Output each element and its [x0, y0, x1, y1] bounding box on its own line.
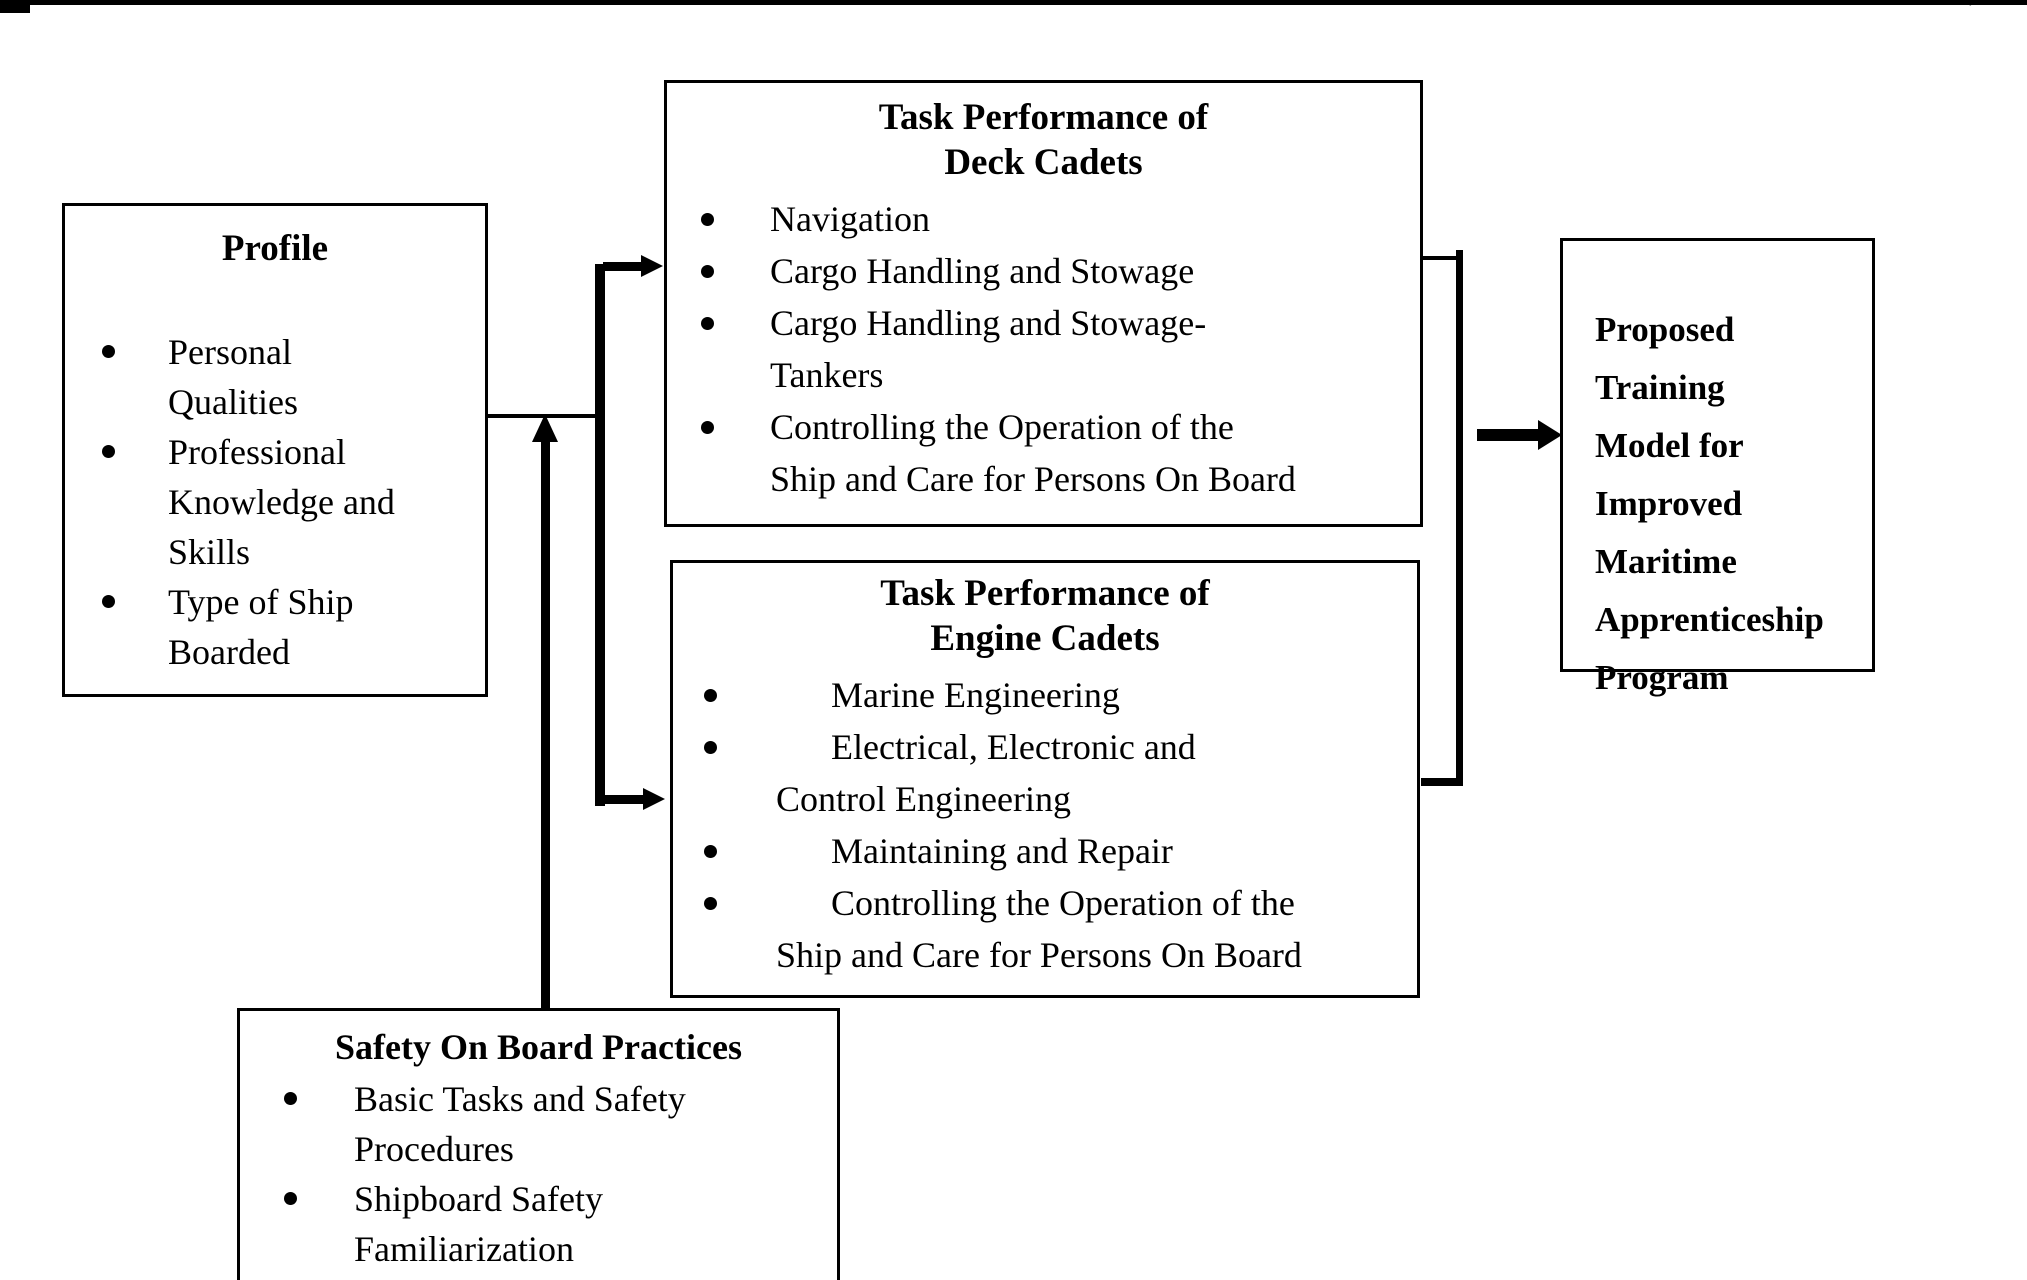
bullet-dot — [701, 265, 714, 278]
list-item: Cargo Handling and Stowage — [667, 245, 1420, 297]
list-item: Controlling the Operation of the Ship an… — [667, 401, 1420, 505]
list-item-text: Controlling the Operation of the Ship an… — [776, 883, 1302, 975]
deck-cadets-list: Navigation Cargo Handling and Stowage Ca… — [667, 193, 1420, 505]
proposed-training-model-box: Proposed Training Model for Improved Mar… — [1560, 238, 1875, 697]
list-item: Controlling the Operation of the Ship an… — [673, 877, 1417, 981]
deck-cadets-title: Task Performance of Deck Cadets — [878, 97, 1209, 183]
bullet-dot — [701, 213, 714, 226]
list-item-text: Personal Qualities — [168, 332, 298, 422]
list-item-text: Shipboard Safety Familiarization — [354, 1179, 603, 1269]
bullet-dot — [102, 445, 115, 458]
list-item: Professional Knowledge and Skills — [65, 427, 485, 577]
bullet-dot — [704, 897, 717, 910]
branch-vertical-line — [595, 264, 605, 806]
bullet-dot — [704, 689, 717, 702]
bullet-dot — [704, 845, 717, 858]
profile-title: Profile — [221, 228, 329, 269]
list-item: Cargo Handling and Stowage- Tankers — [667, 297, 1420, 401]
bullet-dot — [284, 1092, 297, 1105]
safety-practices-list: Basic Tasks and Safety Procedures Shipbo… — [240, 1074, 837, 1274]
bullet-dot — [701, 421, 714, 434]
list-item-text: Professional Knowledge and Skills — [168, 432, 395, 572]
engine-cadets-list: Marine Engineering Electrical, Electroni… — [673, 669, 1417, 981]
engine-right-stub-line — [1421, 778, 1463, 786]
bullet-dot — [284, 1192, 297, 1205]
arrow-to-deck-arrowhead-icon — [641, 255, 663, 277]
arrow-to-proposed-arrowhead-icon — [1538, 420, 1562, 450]
list-item: Basic Tasks and Safety Procedures — [240, 1074, 837, 1174]
safety-up-arrowhead-icon — [532, 414, 558, 442]
bullet-dot — [102, 595, 115, 608]
list-item: Personal Qualities — [65, 327, 485, 427]
list-item-text: Type of Ship Boarded — [168, 582, 354, 672]
list-item-text: Electrical, Electronic and Control Engin… — [776, 727, 1196, 819]
bullet-dot — [704, 741, 717, 754]
list-item: Electrical, Electronic and Control Engin… — [673, 721, 1417, 825]
list-item: Type of Ship Boarded — [65, 577, 485, 677]
list-item-text: Basic Tasks and Safety Procedures — [354, 1079, 686, 1169]
list-item-text: Cargo Handling and Stowage- Tankers — [770, 303, 1207, 395]
engine-cadets-title: Task Performance of Engine Cadets — [880, 573, 1210, 659]
list-item-text: Maintaining and Repair — [831, 831, 1173, 871]
bullet-dot — [701, 317, 714, 330]
proposed-training-model-text: Proposed Training Model for Improved Mar… — [1595, 310, 1824, 697]
right-bracket-line — [1456, 250, 1463, 786]
list-item: Shipboard Safety Familiarization — [240, 1174, 837, 1274]
safety-practices-box: Safety On Board Practices Basic Tasks an… — [237, 1008, 840, 1280]
list-item-text: Marine Engineering — [831, 675, 1120, 715]
safety-practices-title: Safety On Board Practices — [335, 1027, 742, 1067]
bullet-dot — [102, 345, 115, 358]
list-item-text: Controlling the Operation of the Ship an… — [770, 407, 1296, 499]
list-item: Marine Engineering — [673, 669, 1417, 721]
profile-list: Personal Qualities Professional Knowledg… — [65, 327, 485, 677]
list-item-text: Navigation — [770, 199, 930, 239]
list-item: Maintaining and Repair — [673, 825, 1417, 877]
arrow-to-engine-line — [603, 795, 643, 804]
deck-right-stub-line — [1421, 256, 1461, 260]
scan-artifact-block — [0, 0, 30, 13]
arrow-to-deck-line — [603, 262, 641, 271]
scan-artifact-bar — [0, 0, 2027, 5]
list-item-text: Cargo Handling and Stowage — [770, 251, 1195, 291]
arrow-to-proposed-line — [1477, 429, 1538, 441]
list-item: Navigation — [667, 193, 1420, 245]
safety-up-arrow-line — [541, 442, 550, 1010]
deck-cadets-box: Task Performance of Deck Cadets Navigati… — [664, 80, 1423, 527]
engine-cadets-box: Task Performance of Engine Cadets Marine… — [670, 560, 1420, 998]
arrow-to-engine-arrowhead-icon — [643, 788, 665, 810]
profile-box: Profile Personal Qualities Professional … — [62, 203, 488, 697]
